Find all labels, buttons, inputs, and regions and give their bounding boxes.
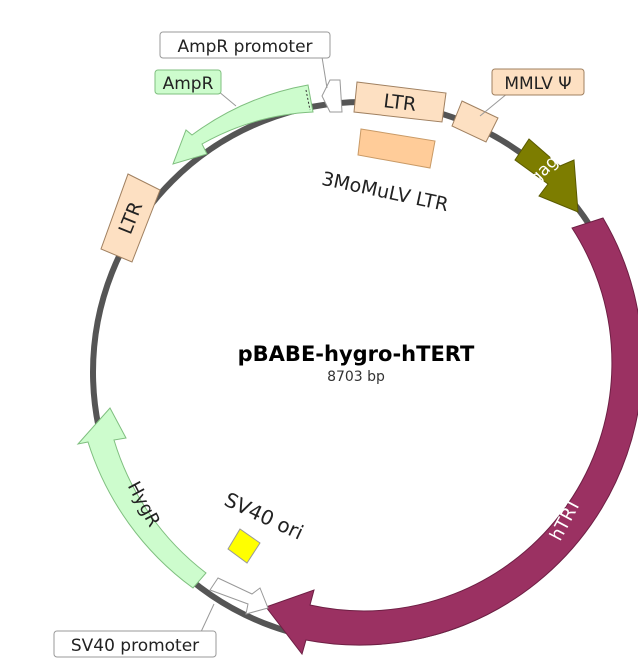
mmlv-psi-label: MMLV Ψ: [504, 74, 571, 94]
feature-sv40-promoter-arrow[interactable]: [209, 577, 269, 615]
plasmid-name: pBABE-hygro-hTERT: [238, 342, 475, 366]
feature-ltr-top-label: LTR: [382, 90, 417, 116]
ampr-promoter-label: AmpR promoter: [177, 37, 312, 57]
sv40-promoter-label-box: [53, 630, 217, 658]
ampr-segment-dotted: [305, 89, 311, 111]
sv40-promoter-leader: [199, 603, 215, 635]
feature-sv40-ori[interactable]: [227, 528, 261, 564]
sv40-ori-label: SV40 ori: [221, 487, 307, 544]
feature-gag-arrow[interactable]: [514, 138, 579, 213]
ampr-label-box: [154, 69, 222, 95]
feature-3momulv-ltr[interactable]: [357, 128, 436, 169]
feature-htrt-arrow[interactable]: [265, 217, 638, 656]
feature-ampr-arrow[interactable]: [172, 84, 314, 165]
mmlv-psi-leader: [479, 92, 509, 117]
feature-ltr-left[interactable]: [100, 173, 161, 263]
feature-ltr-top[interactable]: [353, 81, 447, 123]
feature-hygr-arrow[interactable]: [76, 407, 207, 589]
ampr-promoter-leader: [321, 56, 328, 89]
ampr-label: AmpR: [163, 74, 214, 94]
feature-3momulv-ltr-label: 3MoMuLV LTR: [320, 168, 451, 216]
plasmid-size: 8703 bp: [327, 369, 385, 385]
ampr-promoter-label-box: [159, 31, 331, 59]
feature-mmlv-psi[interactable]: [451, 100, 499, 143]
mmlv-psi-label-box: [491, 68, 585, 96]
ampr-leader: [217, 90, 237, 107]
sv40-promoter-label: SV40 promoter: [71, 636, 199, 656]
